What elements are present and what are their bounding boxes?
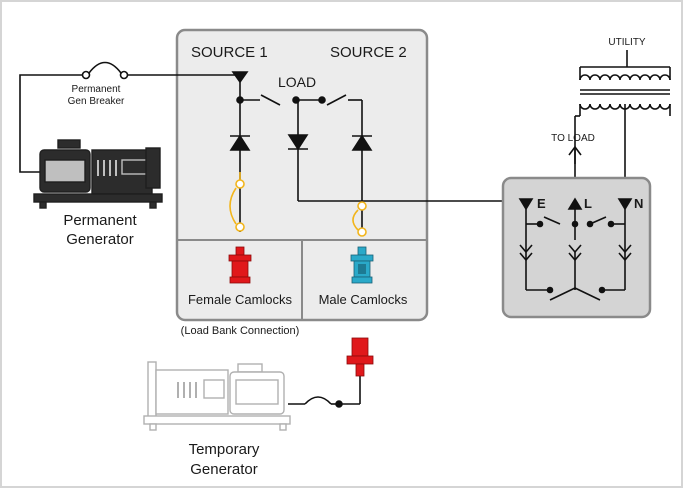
source2-label: SOURCE 2 [330, 44, 407, 61]
temporary-gen-wiring [288, 376, 361, 408]
temporary-generator-icon [143, 361, 291, 431]
utility-label: UTILITY [608, 37, 646, 48]
permanent-generator-icon [33, 139, 163, 209]
terminal-n-label: N [634, 196, 643, 211]
transformer-icon [574, 50, 671, 200]
load-bank-label: (Load Bank Connection) [181, 325, 300, 337]
male-camlocks-label: Male Camlocks [319, 292, 408, 307]
load-label: LOAD [278, 74, 316, 90]
terminal-l-label: L [584, 196, 592, 211]
ats-internals [518, 197, 633, 301]
source1-label: SOURCE 1 [191, 44, 268, 61]
temp-camlock-icon [346, 337, 374, 377]
source1-switch [229, 71, 522, 232]
female-camlock-icon [228, 246, 252, 284]
permanent-gen-wiring [19, 61, 240, 173]
ats-box [501, 176, 652, 319]
temp-gen-label-2: Generator [190, 461, 258, 478]
male-camlock-icon [350, 246, 374, 284]
to-load-arrow [568, 145, 582, 164]
perm-breaker-label-1: Permanent [72, 84, 121, 95]
terminal-e-label: E [537, 196, 546, 211]
to-load-label: TO LOAD [551, 133, 595, 144]
female-camlocks-label: Female Camlocks [188, 292, 293, 307]
perm-gen-label-1: Permanent [63, 212, 137, 229]
fuse-icon [229, 172, 367, 237]
perm-gen-label-2: Generator [66, 231, 134, 248]
temp-gen-label-1: Temporary [189, 441, 260, 458]
perm-breaker-label-2: Gen Breaker [68, 96, 125, 107]
